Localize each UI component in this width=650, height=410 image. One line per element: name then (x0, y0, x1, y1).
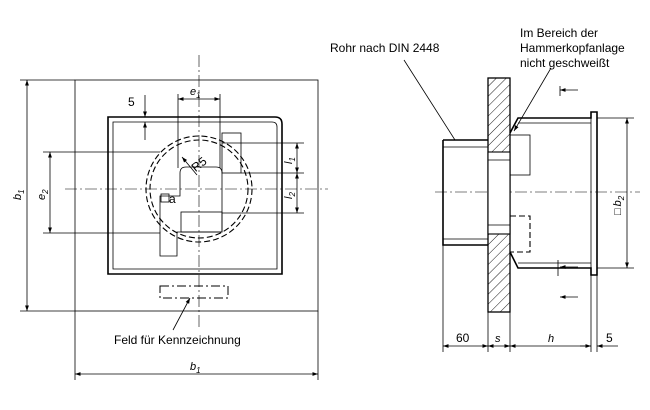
label-l2: l2 (283, 192, 297, 199)
label-bereich-2: Hammerkopfanlage (520, 41, 625, 55)
hammerhead-tab (509, 134, 531, 176)
label-5-right: 5 (606, 331, 613, 345)
label-s: s (495, 333, 501, 345)
label-a: a (169, 192, 176, 206)
front-view: b1 b1 e2 e1 5 R5 a l1 l2 Feld für Kennze… (12, 55, 328, 380)
label-bereich-3: nicht geschweißt (520, 56, 610, 70)
hammerhead-slot (159, 166, 223, 257)
weld-leader (513, 67, 552, 132)
label-e2: e2 (36, 189, 50, 200)
dimension-a-box (160, 193, 170, 203)
inner-slot-window (180, 211, 223, 233)
box-section-top (509, 111, 598, 276)
base-plate-outline (74, 79, 319, 312)
pipe-outer (442, 139, 488, 246)
label-5-left: 5 (128, 95, 135, 109)
label-60: 60 (456, 331, 470, 345)
pipe-through-plate (487, 151, 511, 235)
marking-field (159, 285, 229, 299)
hammerhead-hidden (510, 215, 531, 253)
rohr-leader (403, 59, 456, 141)
label-rohr: Rohr nach DIN 2448 (330, 41, 440, 55)
label-bereich-1: Im Bereich der (520, 26, 598, 40)
right-tab (221, 132, 242, 174)
label-r5: R5 (189, 154, 210, 175)
label-b1-bottom: b1 (190, 361, 201, 375)
marking-field-leader (172, 297, 191, 331)
pipe-inner (443, 146, 488, 240)
label-e1: e1 (190, 86, 201, 100)
label-feld: Feld für Kennzeichnung (114, 333, 241, 347)
label-h: h (548, 333, 554, 345)
label-l1: l1 (283, 157, 297, 164)
label-b1-left: b1 (12, 189, 26, 200)
box-inner-wall (112, 121, 278, 270)
label-b2: □b2 (612, 195, 626, 215)
r5-leader (181, 156, 198, 176)
box-outer-wall (107, 116, 283, 275)
side-section-view: Rohr nach DIN 2448 Im Bereich der Hammer… (330, 26, 640, 352)
